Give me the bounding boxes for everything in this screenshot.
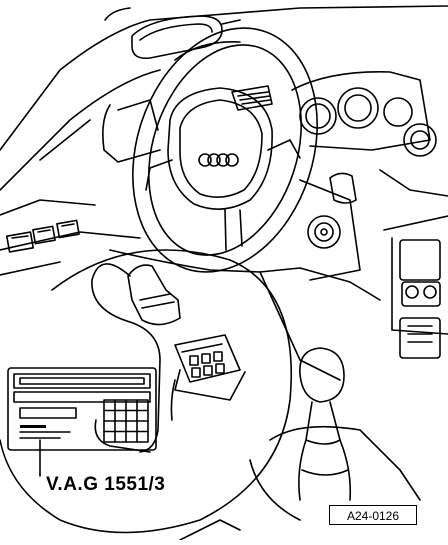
door-trim	[0, 99, 161, 276]
detail-inset-circle	[0, 249, 293, 534]
tester-keypad	[103, 399, 149, 443]
steering-wheel	[132, 27, 318, 273]
gear-lever	[249, 347, 421, 521]
rear-view-mirror	[131, 15, 241, 60]
tool-label: V.A.G 1551/3	[46, 474, 166, 495]
airbag-hub	[145, 87, 301, 251]
vag-tester	[7, 367, 157, 453]
diagnostic-connector	[174, 334, 246, 401]
reference-code: A24-0126	[329, 505, 417, 525]
diagnostic-plug	[91, 263, 181, 453]
center-console	[299, 123, 448, 359]
door-switch-panel	[5, 219, 80, 253]
seat-edge	[179, 519, 241, 541]
tester-nameplate	[20, 425, 46, 428]
lower-dashboard	[109, 249, 381, 381]
gear-indicator-panel	[231, 85, 273, 111]
windshield-frame	[0, 5, 448, 191]
instrument-cluster	[231, 71, 431, 151]
audi-logo	[198, 153, 239, 167]
